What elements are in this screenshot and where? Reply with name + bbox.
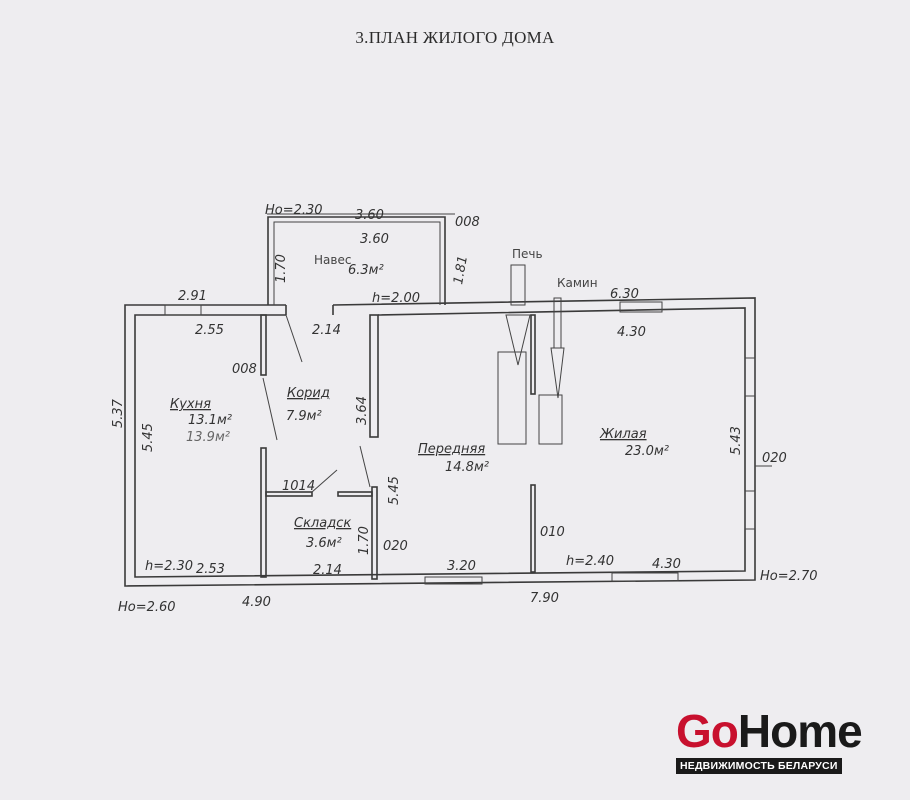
storage-wall: 1014 xyxy=(282,479,315,494)
canopy-h: h=2.00 xyxy=(372,291,420,306)
logo-tagline: НЕДВИЖИМОСТЬ БЕЛАРУСИ xyxy=(676,758,842,774)
top-inner-right: 4.30 xyxy=(617,325,646,340)
hall-depth: 5.45 xyxy=(387,476,402,505)
stove xyxy=(497,264,531,445)
canopy-wall: 008 xyxy=(455,215,480,230)
fireplace xyxy=(538,297,565,445)
right-wall: 020 xyxy=(762,451,787,466)
top-inner-left: 2.55 xyxy=(195,323,224,338)
kitchen-area: 13.1м² xyxy=(188,413,232,428)
fireplace-label: Камин xyxy=(557,276,598,290)
kitchen-wall: 008 xyxy=(232,362,257,377)
corridor-depth: 3.64 xyxy=(355,396,370,425)
canopy-name: Навес xyxy=(314,253,351,267)
logo-go: Go xyxy=(676,705,739,757)
canopy-outer-width: 3.60 xyxy=(355,208,384,223)
corridor-area: 7.9м² xyxy=(286,409,322,424)
living-name: Жилая xyxy=(599,427,647,442)
hall-bottom: 3.20 xyxy=(447,559,476,574)
kitchen-bottom: 2.53 xyxy=(196,562,225,577)
storage-name: Складск xyxy=(294,516,351,531)
kitchen-area-alt: 13.9м² xyxy=(186,430,230,445)
plan-title: 3.ПЛАН ЖИЛОГО ДОМА xyxy=(355,28,555,47)
living-bottom: 4.30 xyxy=(652,557,681,572)
left-height: Hо=2.60 xyxy=(118,600,176,615)
right-inner: 5.43 xyxy=(729,426,744,455)
corridor-name: Корид xyxy=(287,386,330,401)
top-outer-right: 6.30 xyxy=(610,287,639,302)
living-h: h=2.40 xyxy=(566,554,614,569)
bottom-outer-left: 4.90 xyxy=(242,595,271,610)
gohome-logo: GoHome НЕДВИЖИМОСТЬ БЕЛАРУСИ xyxy=(676,708,866,774)
hall-area: 14.8м² xyxy=(445,460,489,475)
hall-name: Передняя xyxy=(418,442,485,457)
kitchen-h: h=2.30 xyxy=(145,559,193,574)
canopy-inner-width: 3.60 xyxy=(360,232,389,247)
corridor-width: 2.14 xyxy=(312,323,341,338)
stove-label: Печь xyxy=(512,247,543,261)
storage-partition: 020 xyxy=(383,539,408,554)
canopy-area: 6.3м² xyxy=(348,263,384,278)
bottom-outer-right: 7.90 xyxy=(530,591,559,606)
logo-home: Home xyxy=(737,705,863,757)
right-height: Hо=2.70 xyxy=(760,569,818,584)
walls xyxy=(124,213,772,587)
canopy-right-depth: 1.81 xyxy=(451,255,471,286)
partition-wall: 010 xyxy=(540,525,565,540)
canopy-height: Hо=2.30 xyxy=(265,203,323,218)
top-outer-left: 2.91 xyxy=(178,289,207,304)
left-inner: 5.45 xyxy=(141,423,156,452)
storage-area: 3.6м² xyxy=(306,536,342,551)
dimension-labels: Hо=2.30 3.60 3.60 008 1.70 1.81 Навес 6.… xyxy=(111,203,818,615)
storage-width: 2.14 xyxy=(313,563,342,578)
kitchen-name: Кухня xyxy=(170,397,211,412)
storage-depth: 1.70 xyxy=(357,526,372,555)
canopy-left-depth: 1.70 xyxy=(274,254,289,283)
living-area: 23.0м² xyxy=(625,444,669,459)
left-outer: 5.37 xyxy=(111,398,126,428)
